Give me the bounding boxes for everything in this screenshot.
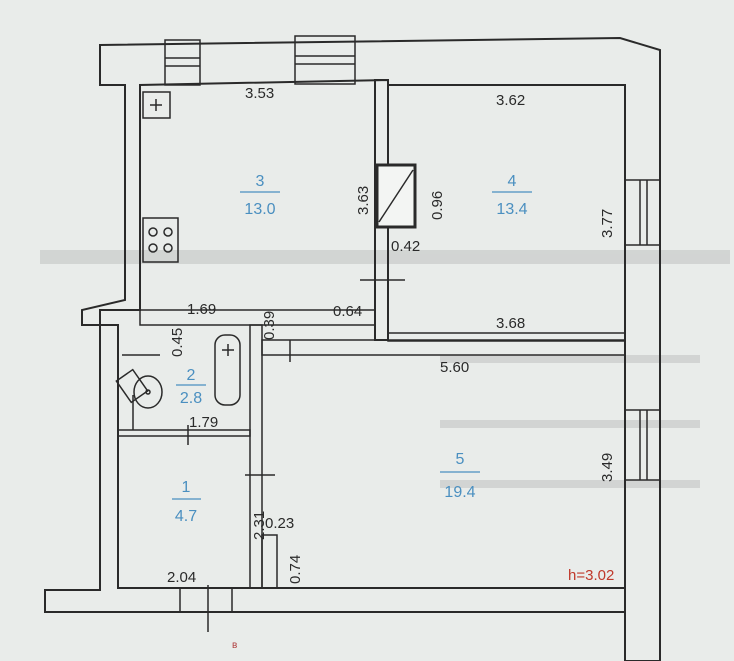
svg-text:13.0: 13.0	[244, 201, 275, 218]
svg-text:0.39: 0.39	[261, 311, 278, 340]
svg-text:3.53: 3.53	[245, 85, 274, 102]
bathtub-icon	[214, 334, 241, 406]
svg-text:13.4: 13.4	[496, 201, 527, 218]
room-label-5: 5 19.4	[440, 451, 480, 501]
entrance-mark: в	[232, 640, 237, 651]
svg-text:1.69: 1.69	[187, 301, 216, 318]
svg-text:2: 2	[187, 367, 196, 384]
room-label-2: 2 2.8	[176, 367, 206, 407]
svg-text:3.63: 3.63	[355, 186, 372, 215]
svg-text:3.77: 3.77	[599, 209, 616, 238]
svg-text:5: 5	[456, 451, 465, 468]
svg-text:2.04: 2.04	[167, 569, 196, 586]
svg-text:3.68: 3.68	[496, 315, 525, 332]
window-top-room4	[294, 35, 356, 85]
room-label-1: 1 4.7	[172, 479, 201, 525]
ventilation-shaft	[375, 163, 417, 229]
dimension-labels: 3.53 3.62 3.63 0.96 3.77 0.42 1.69 0.39 …	[167, 85, 616, 586]
svg-text:4: 4	[508, 173, 517, 190]
svg-text:3.49: 3.49	[599, 453, 616, 482]
window-top-kitchen	[164, 39, 201, 86]
svg-text:2.8: 2.8	[180, 390, 202, 407]
svg-text:19.4: 19.4	[444, 484, 475, 501]
sink-icon	[142, 91, 171, 119]
svg-text:2.31: 2.31	[251, 511, 268, 540]
toilet-icon	[115, 354, 163, 430]
svg-text:0.42: 0.42	[391, 238, 420, 255]
room-label-3: 3 13.0	[240, 173, 280, 218]
svg-text:4.7: 4.7	[175, 508, 197, 525]
svg-text:1: 1	[182, 479, 191, 496]
svg-text:0.23: 0.23	[265, 515, 294, 532]
room-label-4: 4 13.4	[492, 173, 532, 218]
svg-text:3.62: 3.62	[496, 92, 525, 109]
window-right-room4	[624, 179, 661, 246]
stove-icon	[142, 217, 179, 263]
svg-text:0.64: 0.64	[333, 303, 362, 320]
svg-text:0.45: 0.45	[169, 328, 186, 357]
svg-text:0.96: 0.96	[429, 191, 446, 220]
window-right-room5	[624, 409, 661, 481]
svg-text:0.74: 0.74	[287, 555, 304, 584]
svg-text:3: 3	[256, 173, 265, 190]
svg-text:1.79: 1.79	[189, 414, 218, 431]
svg-text:5.60: 5.60	[440, 359, 469, 376]
ceiling-height: h=3.02	[568, 567, 614, 584]
